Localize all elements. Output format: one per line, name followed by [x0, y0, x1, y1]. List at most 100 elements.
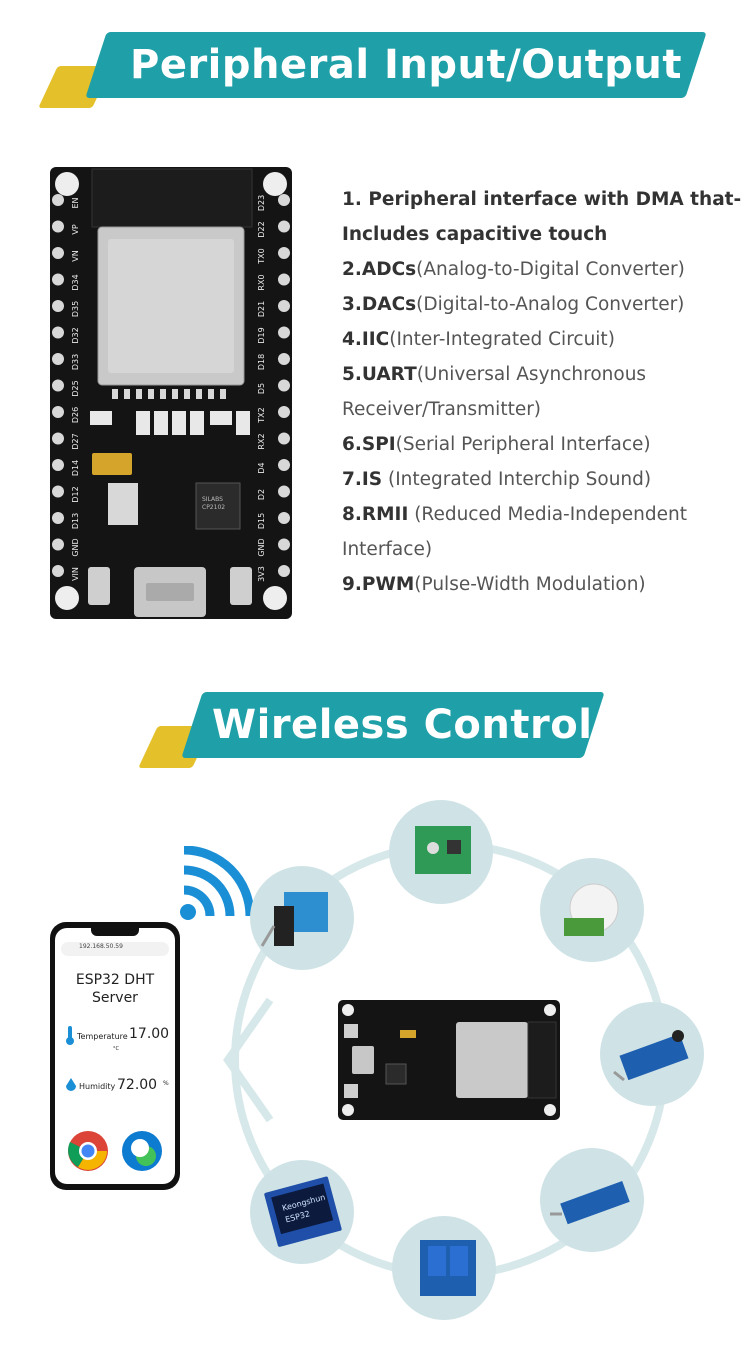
pin-label: D22 [257, 221, 266, 237]
pin-pad [52, 485, 64, 498]
feature-list: 1. Peripheral interface with DMA that- In… [342, 182, 742, 602]
feature-item: Interface) [342, 532, 742, 567]
address-bar[interactable]: 192.168.50.59 [61, 942, 169, 956]
pin-pad [52, 538, 64, 551]
pin-label: 3V3 [257, 566, 266, 582]
pin-pad [278, 485, 290, 498]
pin-label: TX0 [257, 248, 266, 264]
feature-desc: (Digital-to-Analog Converter) [416, 294, 685, 315]
io-banner: Peripheral Input/Output [38, 32, 707, 108]
pin-pad [278, 194, 290, 206]
feature-desc: (Reduced Media-Independent [408, 504, 687, 525]
wireless-banner: Wireless Control [138, 692, 608, 768]
pin-pad [278, 406, 290, 418]
phone-title-1: ESP32 DHT [75, 972, 155, 988]
feature-desc: (Universal Asynchronous [416, 364, 647, 385]
pin-pad [278, 538, 290, 551]
feature-item: 6.SPI(Serial Peripheral Interface) [342, 427, 742, 462]
feature-item: 1. Peripheral interface with DMA that- [342, 182, 742, 217]
pin-pad [52, 194, 64, 206]
feature-desc: (Integrated Interchip Sound) [382, 469, 652, 490]
pin-label: D12 [71, 486, 80, 502]
pin-pad [52, 432, 64, 445]
sensor-light [540, 1148, 644, 1252]
hum-unit: % [163, 1080, 169, 1087]
pin-pad [278, 565, 290, 577]
feature-key: 3.DACs [342, 294, 417, 315]
esp32-board-small [338, 1000, 560, 1120]
feature-desc: (Analog-to-Digital Converter) [416, 259, 685, 280]
pin-pad [52, 459, 64, 471]
feature-item: 8.RMII (Reduced Media-Independent [342, 497, 742, 532]
feature-item: 3.DACs(Digital-to-Analog Converter) [342, 287, 742, 322]
url-text: 192.168.50.59 [79, 943, 123, 950]
svg-text:SILABS: SILABS [202, 496, 223, 503]
pin-label: D32 [71, 327, 80, 343]
pin-pad [52, 247, 64, 259]
feature-key: 5.UART [342, 364, 417, 385]
chrome-icon[interactable] [67, 1130, 109, 1172]
pin-pad [52, 406, 64, 418]
pin-pad [278, 379, 290, 392]
pin-pad [52, 326, 64, 339]
feature-item: 7.IS (Integrated Interchip Sound) [342, 462, 742, 497]
pin-label: EN [71, 197, 80, 208]
pin-pad [52, 300, 64, 312]
pin-pad [52, 353, 64, 365]
sensor-dht11 [250, 866, 354, 970]
phone-title-2: Server [92, 990, 138, 1006]
pin-label: D27 [71, 433, 80, 449]
pin-pad [278, 512, 290, 524]
section-title-wireless: Wireless Control [212, 702, 593, 748]
smartphone: 192.168.50.59 ESP32 DHT Server Temperatu… [50, 922, 180, 1190]
feature-desc: (Serial Peripheral Interface) [395, 434, 651, 455]
pin-label: D2 [257, 489, 266, 500]
pin-pad [52, 379, 64, 392]
pin-label: RX2 [257, 433, 266, 449]
feature-key: 9.PWM [342, 574, 415, 595]
pin-pad [278, 300, 290, 312]
pin-label: VN [71, 250, 80, 261]
feature-item: 4.IIC(Inter-Integrated Circuit) [342, 322, 742, 357]
feature-desc: (Inter-Integrated Circuit) [389, 329, 615, 350]
feature-key: 7.IS [342, 469, 383, 490]
feature-desc: Interface) [342, 539, 433, 560]
hum-label: Humidity [79, 1082, 116, 1091]
temp-unit: °C [113, 1046, 119, 1052]
feature-item: 5.UART(Universal Asynchronous [342, 357, 742, 392]
pin-label: GND [257, 538, 266, 556]
pin-pad [52, 565, 64, 577]
edge-icon[interactable] [121, 1130, 163, 1172]
svg-text:CP2102: CP2102 [202, 504, 225, 511]
relay-module [392, 1216, 496, 1320]
sensor-pir-board [389, 800, 493, 904]
pin-pad [278, 247, 290, 259]
feature-key: 4.IIC [342, 329, 390, 350]
pin-label: D35 [71, 301, 80, 317]
feature-item: 2.ADCs(Analog-to-Digital Converter) [342, 252, 742, 287]
feature-key: Includes capacitive touch [342, 224, 608, 245]
feature-desc: (Pulse-Width Modulation) [414, 574, 646, 595]
sensor-ir-obstacle [600, 1002, 704, 1106]
pin-label: D33 [71, 354, 80, 370]
feature-item: 9.PWM(Pulse-Width Modulation) [342, 567, 742, 602]
pin-pad [278, 459, 290, 471]
thermometer-icon [66, 1026, 74, 1045]
pin-label: D26 [71, 407, 80, 423]
sensor-pir-dome [540, 858, 644, 962]
temp-value: 17.00 [129, 1026, 170, 1042]
pin-label: GND [71, 538, 80, 556]
pin-pad [278, 273, 290, 286]
pin-pad [52, 220, 64, 233]
pin-pad [278, 220, 290, 233]
pin-label: D19 [257, 327, 266, 343]
pin-label: D5 [257, 383, 266, 394]
section-title-io: Peripheral Input/Output [130, 42, 683, 88]
feature-key: 1. Peripheral interface with DMA that- [342, 189, 742, 210]
pin-label: D15 [257, 513, 266, 529]
wifi-icon [180, 846, 254, 920]
pin-pad [278, 432, 290, 445]
temp-label: Temperature [77, 1032, 128, 1041]
pin-label: D14 [71, 460, 80, 476]
